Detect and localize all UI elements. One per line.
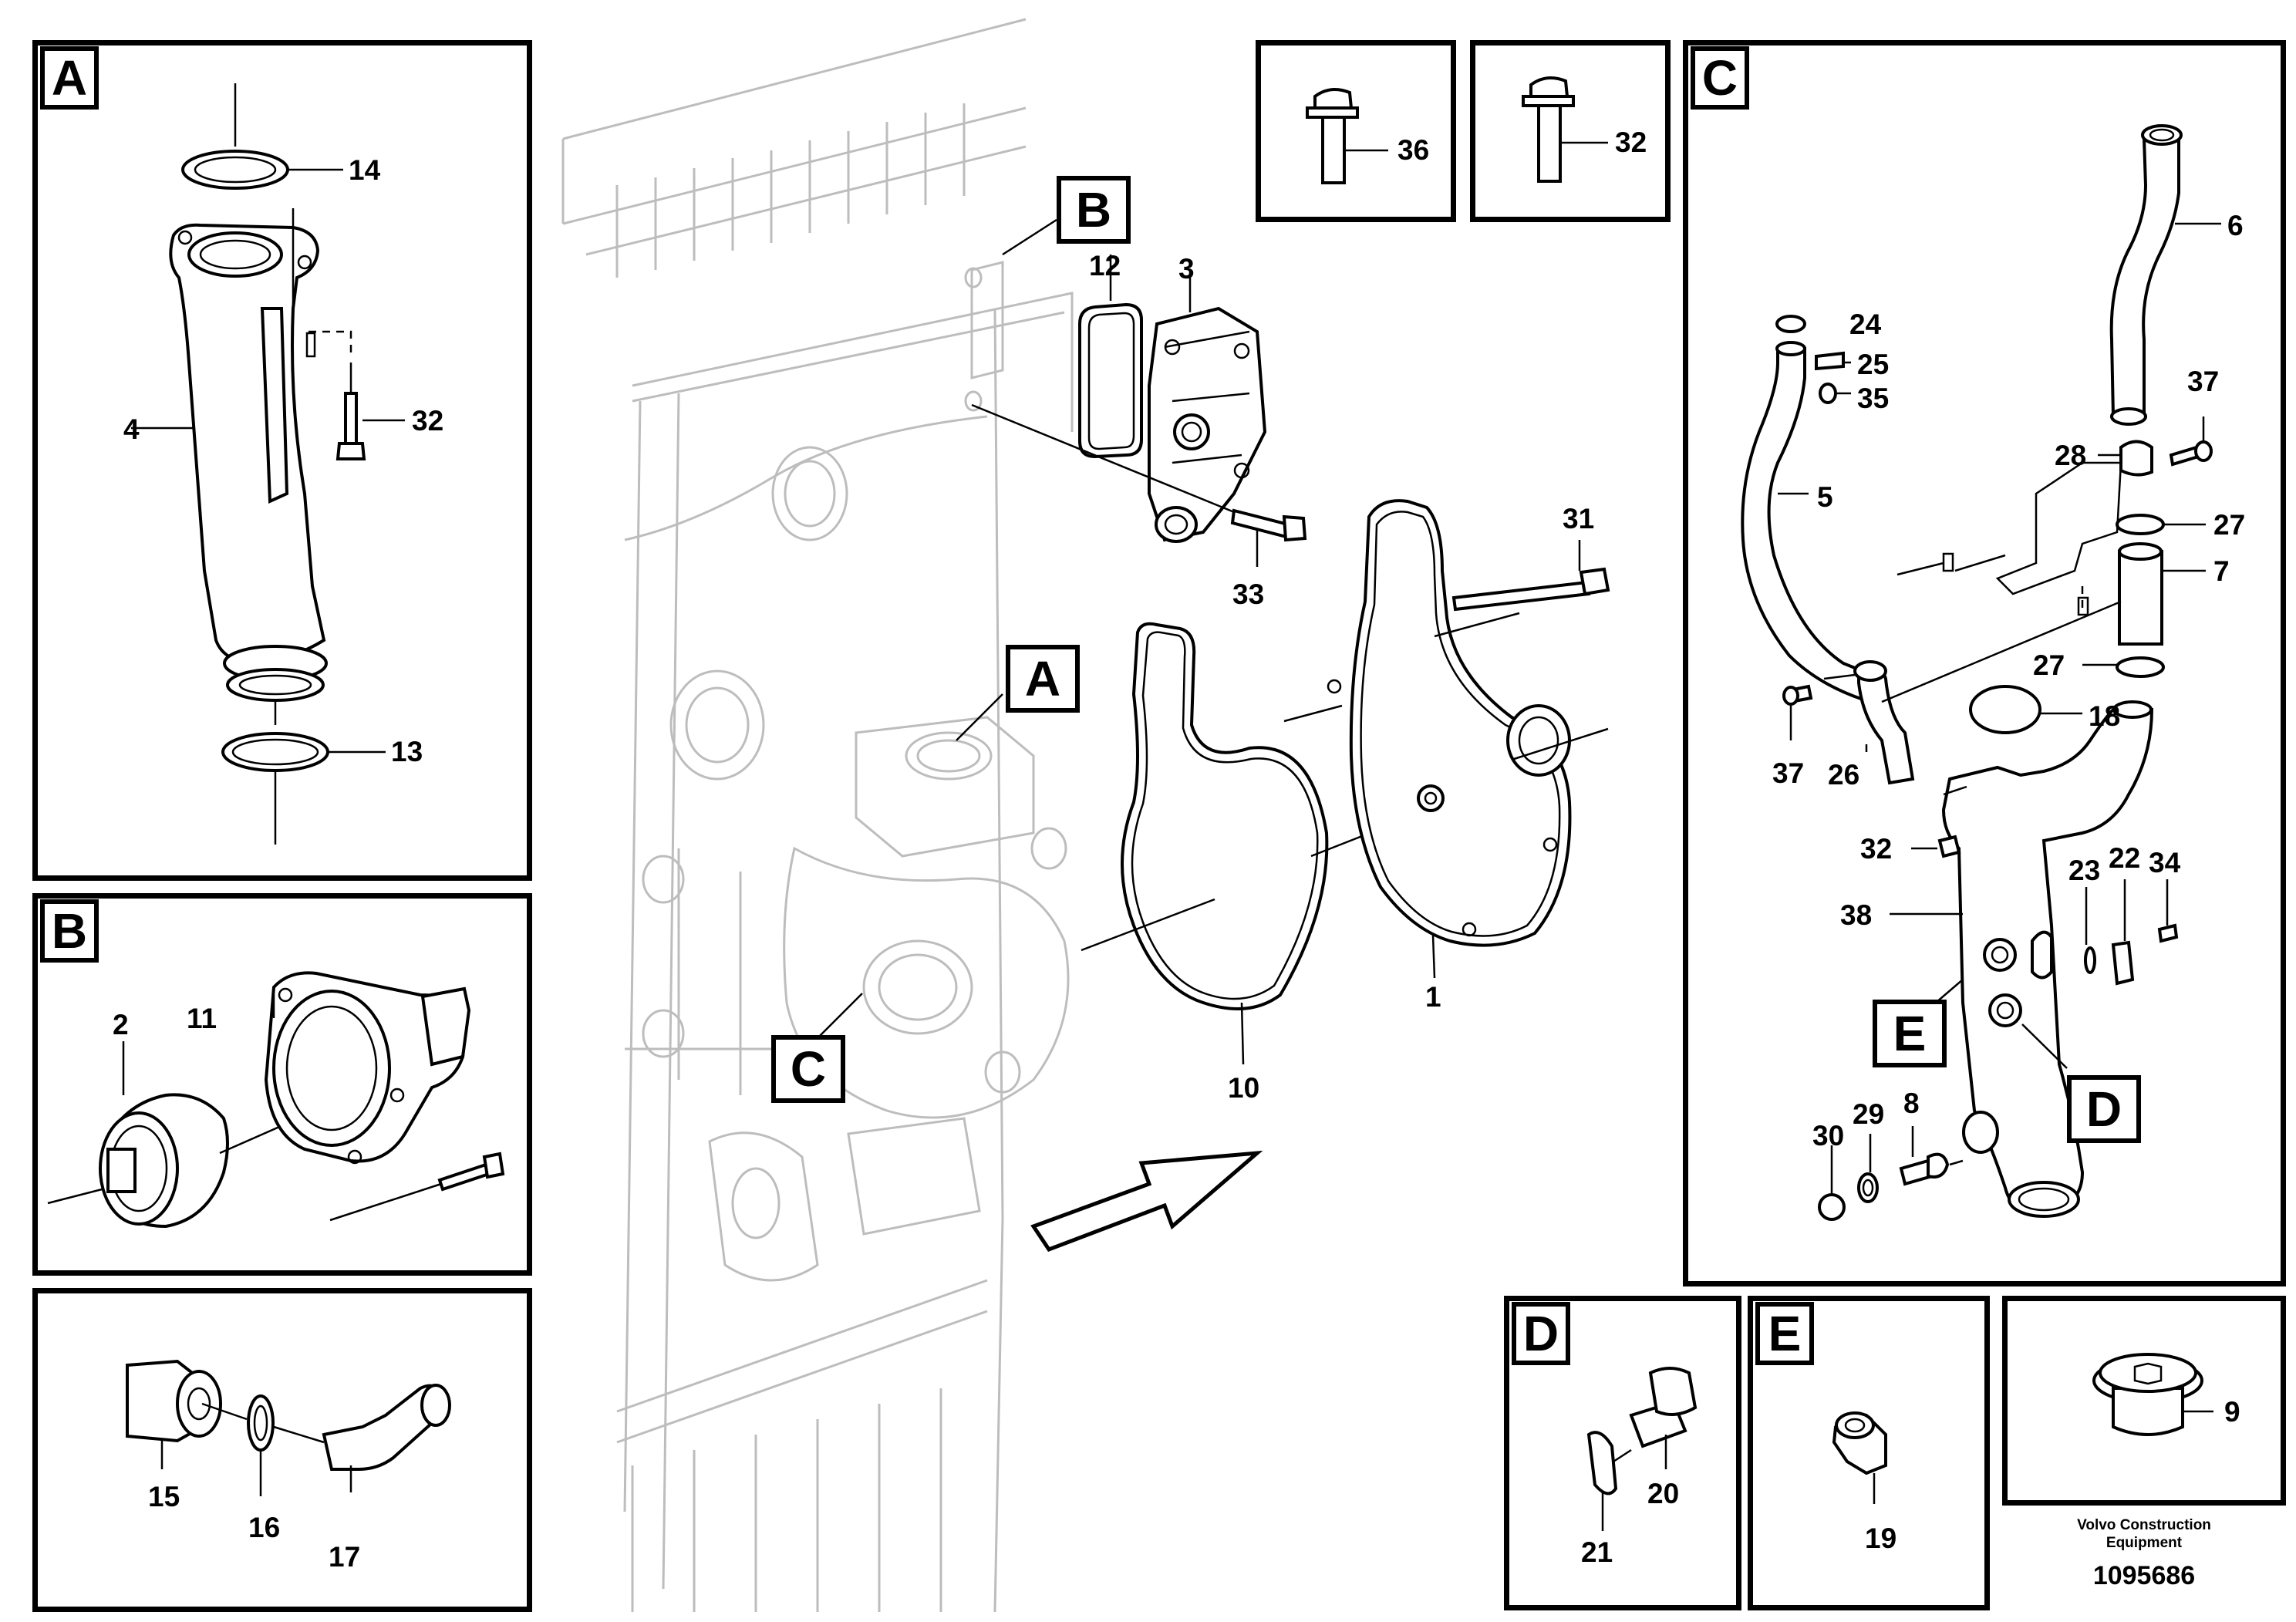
part-number-10: 10	[1228, 1072, 1260, 1104]
part-number-16: 16	[248, 1512, 281, 1543]
panel-c-parts	[1741, 124, 2221, 1221]
panel-bolt-32	[1470, 40, 1671, 222]
panel-d-parts	[1586, 1367, 1698, 1531]
part-number-19: 19	[1865, 1523, 1897, 1554]
brand-line-2: Equipment	[2106, 1535, 2183, 1551]
part-number-32: 32	[412, 405, 444, 437]
part-number-2: 2	[113, 1009, 129, 1040]
part-number-15: 15	[148, 1481, 180, 1512]
callout-e: E	[1873, 1000, 1947, 1067]
part-number-1: 1	[1425, 981, 1441, 1013]
part-number-20: 20	[1647, 1478, 1680, 1509]
gasket-12	[1078, 255, 1143, 459]
drawing-number: 1095686	[2092, 1561, 2196, 1590]
part-number-37-right: 37	[2187, 366, 2220, 397]
part-number-30: 30	[1812, 1120, 1845, 1152]
panel-a-pipe	[131, 83, 405, 845]
part-number-5: 5	[1817, 481, 1833, 513]
part-number-9: 9	[2224, 1396, 2240, 1428]
callout-d: D	[2067, 1075, 2141, 1143]
part-number-3: 3	[1178, 253, 1195, 285]
part-number-17: 17	[329, 1541, 361, 1573]
part-number-23: 23	[2068, 855, 2101, 886]
section-tag-c: C	[1691, 46, 1749, 110]
part-number-6: 6	[2227, 210, 2244, 241]
part-number-37-left: 37	[1772, 757, 1805, 789]
part-number-14: 14	[349, 154, 381, 186]
brand-credit: Volvo Construction Equipment	[2036, 1516, 2252, 1552]
part-number-27-upper: 27	[2213, 509, 2246, 541]
part-number-28: 28	[2055, 440, 2087, 471]
flow-arrow	[1030, 1150, 1263, 1253]
panel-fitting	[32, 1288, 532, 1612]
part-number-26: 26	[1828, 759, 1860, 791]
section-tag-a: A	[40, 46, 99, 110]
panel-bolt-36	[1256, 40, 1456, 222]
part-number-21: 21	[1581, 1536, 1613, 1568]
part-number-29: 29	[1853, 1098, 1885, 1130]
panel-e-parts	[1832, 1411, 1887, 1504]
brand-line-1: Volvo Construction	[2077, 1517, 2211, 1533]
part-number-13: 13	[391, 736, 423, 767]
part-number-38: 38	[1840, 899, 1873, 931]
bolt-31	[1451, 540, 1610, 612]
section-tag-d: D	[1512, 1302, 1570, 1365]
part-number-24: 24	[1849, 309, 1882, 340]
water-pump-1	[1283, 499, 1609, 979]
panel-b-parts	[47, 971, 505, 1229]
callout-b: B	[1057, 176, 1131, 244]
part-number-32-c: 32	[1860, 833, 1893, 865]
engine-block	[561, 18, 1074, 1613]
part-number-33: 33	[1232, 578, 1265, 610]
bolt-36-drawing	[1306, 88, 1388, 184]
part-number-4: 4	[123, 413, 140, 445]
part-number-18: 18	[2089, 700, 2121, 732]
part-number-12: 12	[1089, 250, 1121, 282]
part-number-36: 36	[1397, 134, 1430, 166]
part-number-31: 31	[1563, 503, 1595, 534]
part-number-35: 35	[1857, 383, 1890, 414]
part-number-7: 7	[2213, 555, 2230, 587]
part-number-27-lower: 27	[2033, 649, 2065, 681]
panel-plug-parts	[2092, 1353, 2213, 1436]
callout-c: C	[771, 1035, 845, 1103]
part-number-11: 11	[187, 1003, 217, 1034]
bolt-33	[971, 403, 1307, 567]
part-number-34: 34	[2149, 847, 2181, 878]
part-number-22: 22	[2109, 842, 2141, 874]
thermostat-housing-3	[1148, 270, 1267, 543]
callout-a: A	[1006, 645, 1080, 713]
part-number-25: 25	[1857, 349, 1890, 380]
section-tag-e: E	[1755, 1302, 1814, 1365]
section-tag-b: B	[40, 899, 99, 963]
part-number-8: 8	[1903, 1088, 1920, 1119]
bolt-32-drawing	[1522, 76, 1608, 183]
part-number-32-box: 32	[1615, 126, 1647, 158]
panel-fitting-parts	[126, 1359, 451, 1496]
